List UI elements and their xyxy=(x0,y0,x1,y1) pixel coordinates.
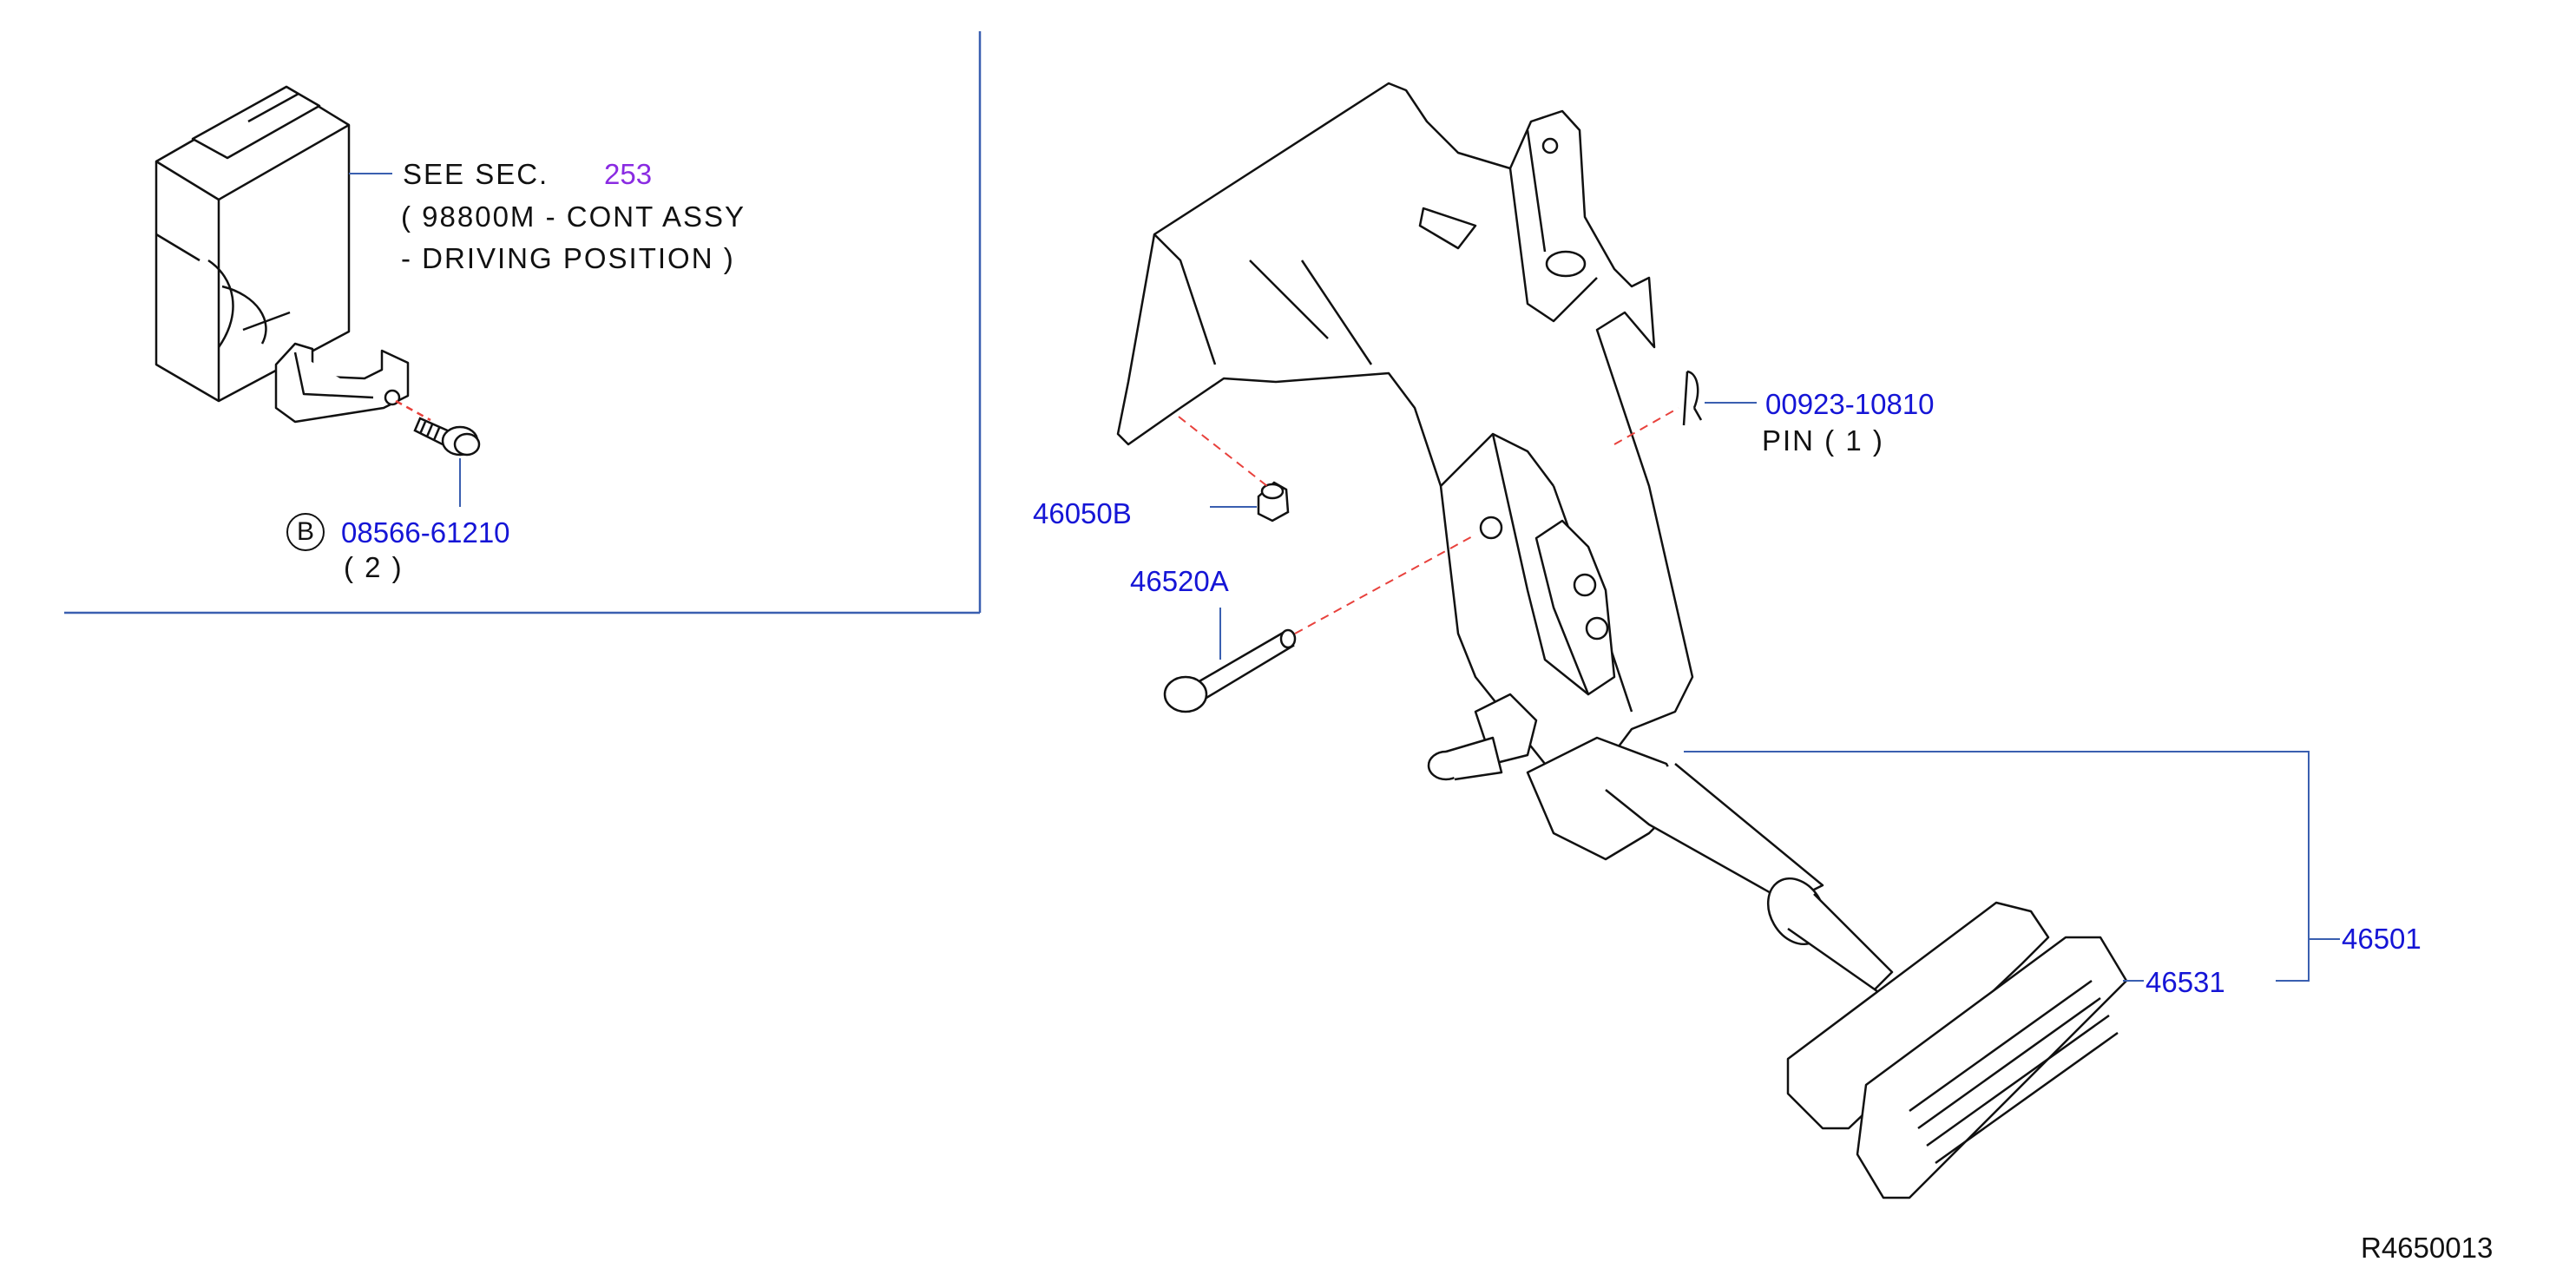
control-unit-description-line2: - DRIVING POSITION ) xyxy=(401,242,735,274)
control-unit-illustration xyxy=(154,85,351,403)
section-253-link[interactable]: 253 xyxy=(604,158,653,190)
bolt-illustration xyxy=(395,399,481,457)
diagram-id: R4650013 xyxy=(2361,1232,2494,1264)
dashed-assembly-lines xyxy=(1178,407,1679,634)
part-number-08566-61210[interactable]: 08566-61210 xyxy=(341,516,510,549)
see-section-text: SEE SEC. xyxy=(403,158,549,190)
part-number-46531[interactable]: 46531 xyxy=(2146,966,2225,998)
part-number-46520A[interactable]: 46520A xyxy=(1130,565,1229,597)
pivot-pin-illustration xyxy=(1163,628,1297,713)
part-leaders xyxy=(1210,402,2340,982)
control-unit-description-line1: ( 98800M - CONT ASSY xyxy=(401,200,746,233)
part-number-46501[interactable]: 46501 xyxy=(2342,923,2422,955)
clip-illustration xyxy=(1682,370,1703,426)
bracket-illustration xyxy=(274,342,410,424)
inset-leaders xyxy=(349,173,461,507)
pin-quantity-label: PIN ( 1 ) xyxy=(1762,424,1884,457)
inset-frame xyxy=(64,31,982,614)
pedal-bracket-illustration xyxy=(1116,82,1694,783)
part-number-00923-10810[interactable]: 00923-10810 xyxy=(1765,388,1935,420)
bolt-ref-circle: B xyxy=(286,513,325,551)
nut-illustration xyxy=(1257,481,1290,522)
part-number-46050B[interactable]: 46050B xyxy=(1033,497,1132,529)
pedal-arm-illustration xyxy=(1526,736,2128,1199)
bolt-quantity: ( 2 ) xyxy=(344,551,404,583)
